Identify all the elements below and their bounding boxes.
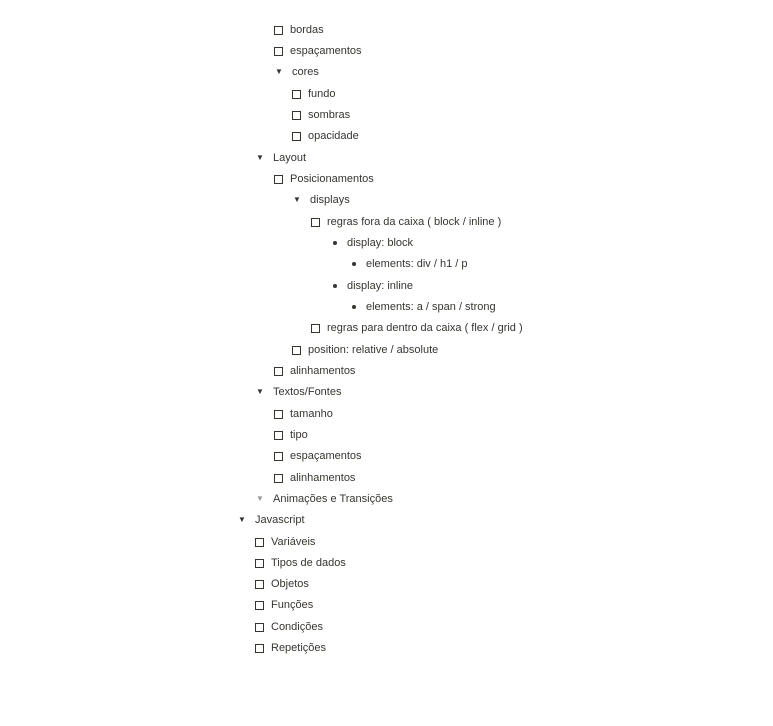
bullet-label: elements: a / span / strong	[366, 301, 496, 313]
todo-item-sombras: sombras	[292, 107, 350, 123]
toggle-animacoes: ▼ Animações e Transições	[254, 491, 393, 507]
todo-item-objetos: Objetos	[255, 576, 309, 592]
checkbox[interactable]	[274, 25, 283, 35]
bullet-item-elements-inline: elements: a / span / strong	[349, 299, 496, 315]
checkbox[interactable]	[311, 323, 320, 333]
todo-item-funcoes: Funções	[255, 597, 313, 613]
triangle-down-icon[interactable]: ▼	[238, 515, 246, 524]
toggle-textos-fontes: ▼ Textos/Fontes	[254, 384, 341, 400]
todo-item-alinhamentos-layout: alinhamentos	[274, 363, 355, 379]
checkbox[interactable]	[274, 473, 283, 483]
todo-label: regras fora da caixa ( block / inline )	[327, 216, 502, 228]
todo-label: tipo	[290, 429, 308, 441]
todo-item-tipo: tipo	[274, 427, 308, 443]
todo-item-variaveis: Variáveis	[255, 534, 315, 550]
checkbox[interactable]	[274, 409, 283, 419]
bullet-icon	[333, 241, 337, 245]
todo-item-tipos-de-dados: Tipos de dados	[255, 555, 346, 571]
todo-item-tamanho: tamanho	[274, 406, 333, 422]
todo-label: espaçamentos	[290, 450, 362, 462]
bullet-icon	[352, 262, 356, 266]
todo-label: Condições	[271, 621, 323, 633]
todo-label: Variáveis	[271, 536, 316, 548]
bullet-label: display: block	[347, 237, 414, 249]
todo-label: regras para dentro da caixa ( flex / gri…	[327, 322, 523, 334]
toggle-displays: ▼ displays	[291, 192, 350, 208]
todo-label: alinhamentos	[290, 365, 356, 377]
checkbox[interactable]	[274, 174, 283, 184]
todo-label: opacidade	[308, 130, 359, 142]
todo-item-position: position: relative / absolute	[292, 342, 438, 358]
todo-label: tamanho	[290, 408, 333, 420]
checkbox[interactable]	[274, 46, 283, 56]
triangle-down-icon[interactable]: ▼	[293, 195, 301, 204]
todo-label: bordas	[290, 24, 324, 36]
todo-label: sombras	[308, 109, 351, 121]
todo-label: alinhamentos	[290, 472, 356, 484]
triangle-down-icon[interactable]: ▼	[275, 67, 283, 76]
toggle-layout: ▼ Layout	[254, 150, 306, 166]
todo-item-espacamentos: espaçamentos	[274, 43, 362, 59]
todo-item-regras-dentro: regras para dentro da caixa ( flex / gri…	[311, 320, 523, 336]
bullet-label: elements: div / h1 / p	[366, 258, 468, 270]
bullet-item-display-inline: display: inline	[330, 278, 413, 294]
bullet-item-elements-block: elements: div / h1 / p	[349, 256, 468, 272]
todo-label: position: relative / absolute	[308, 344, 439, 356]
checkbox[interactable]	[255, 600, 264, 610]
todo-item-alinhamentos-texto: alinhamentos	[274, 470, 355, 486]
triangle-down-icon[interactable]: ▼	[256, 153, 264, 162]
checkbox[interactable]	[292, 110, 301, 120]
bullet-icon	[352, 305, 356, 309]
checkbox[interactable]	[311, 217, 320, 227]
todo-item-espacamentos-texto: espaçamentos	[274, 448, 362, 464]
checkbox[interactable]	[274, 451, 283, 461]
todo-item-opacidade: opacidade	[292, 128, 359, 144]
toggle-cores: ▼ cores	[273, 64, 319, 80]
checkbox[interactable]	[255, 579, 264, 589]
checkbox[interactable]	[292, 345, 301, 355]
todo-label: fundo	[308, 88, 336, 100]
toggle-label: cores	[292, 66, 319, 78]
bullet-icon	[333, 284, 337, 288]
todo-item-repeticoes: Repetições	[255, 640, 326, 656]
checkbox[interactable]	[255, 537, 264, 547]
todo-label: Funções	[271, 599, 314, 611]
todo-label: espaçamentos	[290, 45, 362, 57]
checkbox[interactable]	[292, 131, 301, 141]
checkbox[interactable]	[255, 643, 264, 653]
todo-label: Tipos de dados	[271, 557, 346, 569]
checkbox[interactable]	[255, 622, 264, 632]
todo-item-bordas: bordas	[274, 22, 324, 38]
toggle-label: Javascript	[255, 514, 305, 526]
todo-item-posicionamentos: Posicionamentos	[274, 171, 374, 187]
bullet-label: display: inline	[347, 280, 414, 292]
checkbox[interactable]	[274, 430, 283, 440]
todo-label: Objetos	[271, 578, 309, 590]
toggle-label: Animações e Transições	[273, 493, 393, 505]
checkbox[interactable]	[292, 89, 301, 99]
todo-label: Posicionamentos	[290, 173, 374, 185]
toggle-javascript: ▼ Javascript	[236, 512, 305, 528]
todo-label: Repetições	[271, 642, 327, 654]
toggle-label: displays	[310, 194, 350, 206]
checkbox[interactable]	[274, 366, 283, 376]
toggle-label: Textos/Fontes	[273, 386, 342, 398]
checkbox[interactable]	[255, 558, 264, 568]
toggle-label: Layout	[273, 152, 307, 164]
todo-item-condicoes: Condições	[255, 619, 323, 635]
triangle-down-icon[interactable]: ▼	[256, 494, 264, 503]
triangle-down-icon[interactable]: ▼	[256, 387, 264, 396]
todo-item-regras-fora: regras fora da caixa ( block / inline )	[311, 214, 501, 230]
bullet-item-display-block: display: block	[330, 235, 413, 251]
todo-item-fundo: fundo	[292, 86, 336, 102]
